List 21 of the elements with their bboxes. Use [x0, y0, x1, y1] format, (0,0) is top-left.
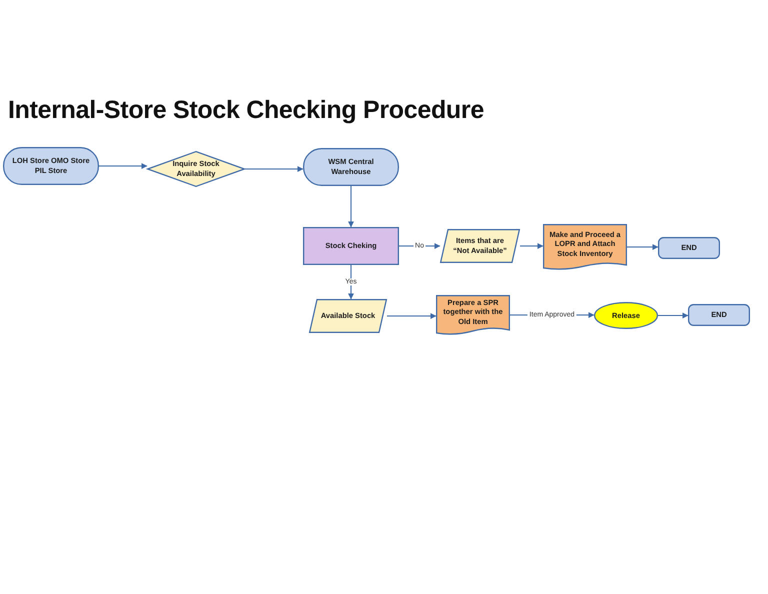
arrow [520, 243, 544, 249]
ellipse-node [594, 302, 658, 329]
end-box [688, 304, 750, 326]
decision-diamond [147, 151, 245, 187]
end-box [658, 237, 720, 259]
data-parallelogram [309, 299, 387, 333]
arrow [244, 166, 304, 172]
document-shape [436, 295, 510, 335]
terminal-box [303, 148, 399, 186]
arrow [348, 186, 354, 228]
arrow [658, 312, 688, 318]
process-box [303, 227, 399, 265]
arrow [348, 264, 354, 300]
data-parallelogram [440, 229, 520, 263]
terminal-box [3, 147, 99, 185]
title: Internal-Store Stock Checking Procedure [8, 96, 484, 125]
arrow [98, 163, 148, 169]
arrow [626, 244, 658, 250]
arrow [398, 243, 440, 249]
arrow [386, 313, 436, 319]
document-shape [543, 224, 627, 270]
